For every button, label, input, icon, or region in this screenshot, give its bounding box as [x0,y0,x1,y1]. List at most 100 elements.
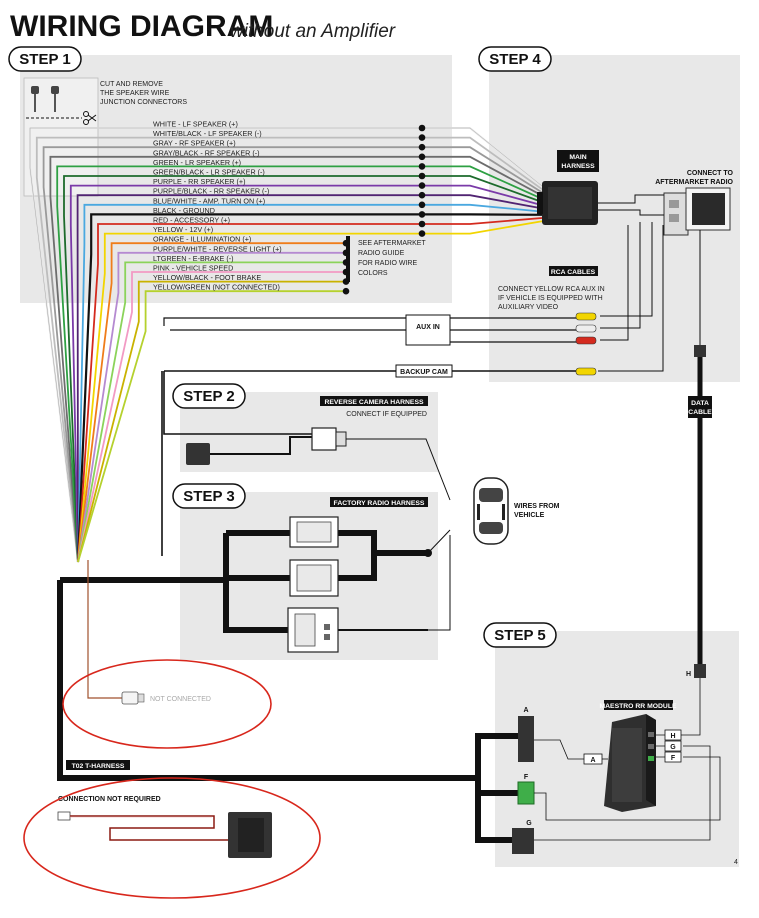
step3-label: STEP 3 [183,488,234,505]
reverse-camera-connector [186,427,451,501]
aux-in-box [405,314,451,346]
wire-terminal-dot [418,191,426,199]
wire-label: YELLOW/BLACK - FOOT BRAKE [153,273,261,282]
step3-header-bg [330,497,428,507]
maestro-module-label-bg [604,700,673,710]
wire-terminal-dot [418,182,426,189]
red-annotation-circle-bottom [23,777,321,899]
not-connected-plug [87,560,145,705]
backup-cam-box [395,364,453,378]
unused-connector [57,811,272,858]
harness-wire [56,165,543,563]
harness-wire [76,213,543,563]
vehicle-label-2: VEHICLE [514,512,545,519]
step3-badge: STEP 3 [172,483,246,509]
factory-radio-harness [223,516,432,653]
port-g-letter: G [526,820,532,827]
harness-to-radio-wire-2 [598,209,664,216]
rca-wires [598,222,664,372]
main-harness-label-bg [557,150,599,172]
harness-wire [77,261,346,563]
harness-wire [49,155,543,563]
page-number: 4 [734,859,738,866]
rca-note-line-1: CONNECT YELLOW RCA AUX IN [498,286,605,293]
see-aftermarket-note: SEE AFTERMARKET RADIO GUIDE FOR RADIO WI… [358,240,426,277]
red-annotation-circle-top [62,659,272,749]
speaker-junction-connectors [31,86,59,112]
wire-terminal-dot [418,211,426,218]
wire-terminal-dot [418,134,426,141]
harness-wire [77,242,346,563]
wire-label: GRAY - RF SPEAKER (+) [153,139,236,148]
t-harness-label-bg [66,760,130,770]
step3-header: FACTORY RADIO HARNESS [334,500,425,507]
wire-label: WHITE/BLACK - LF SPEAKER (-) [153,129,262,138]
main-harness-connector [537,181,598,225]
harness-wire [69,184,543,563]
wire-label: PURPLE - RR SPEAKER (+) [153,177,245,186]
wire-label: BLACK - GROUND [153,206,215,215]
vehicle-label-1: WIRES FROM [514,503,560,510]
wire-terminal-dot [342,287,350,295]
see-note-line-3: FOR RADIO WIRE [358,260,417,267]
wire-terminal-dot [418,124,426,132]
step1-wire-labels: WHITE - LF SPEAKER (+)WHITE/BLACK - LF S… [153,120,282,292]
harness-wire [77,220,543,563]
diagram-title: WIRING DIAGRAM [10,10,273,43]
backup-cam-wire-down [163,371,312,435]
main-harness-label-2: HARNESS [561,163,595,170]
step2-header: REVERSE CAMERA HARNESS [324,399,424,406]
port-a-connector: A A [475,707,608,778]
car-icon [473,477,509,545]
wire-terminal-dot [418,220,426,228]
rca-plugs [575,312,597,376]
wire-label: PURPLE/WHITE - REVERSE LIGHT (+) [153,244,282,253]
step1-wire-group [29,124,543,563]
port-a-tag: A [590,757,595,764]
wire-label: GRAY/BLACK - RF SPEAKER (-) [153,148,260,157]
wire-label: RED - ACCESSORY (+) [153,216,230,225]
wire-terminal-dot [418,230,426,237]
step2-header-bg [320,396,428,406]
wire-terminal-dot [418,153,426,161]
port-g-connector: G [475,745,711,854]
wire-label: WHITE - LF SPEAKER (+) [153,120,238,129]
wire-label: GREEN - LR SPEAKER (+) [153,158,241,167]
aux-in-wires [450,317,576,343]
harness-wire [77,280,346,563]
data-cable-plug-top [694,345,706,357]
connect-radio-line-1: CONNECT TO [687,170,734,177]
harness-to-radio-wire [598,194,664,204]
harness-wire [63,175,543,563]
port-f-letter: F [524,774,529,781]
harness-wire [77,271,346,563]
harness-wire [77,251,346,563]
aux-in-label: AUX IN [416,324,440,331]
harness-wire [76,194,543,563]
module-tag-f: F [671,755,676,762]
t-harness-label: T02 T-HARNESS [72,763,125,770]
data-cable-plug-h [694,664,706,678]
module-port-tags: H G F [656,678,701,763]
maestro-module-label: MAESTRO RR MODULE [599,703,676,710]
cut-note-line-2: THE SPEAKER WIRE [100,90,170,97]
data-cable-label-1: DATA [691,400,709,407]
wire-terminal-dot [418,143,426,151]
cut-note-line-3: JUNCTION CONNECTORS [100,99,187,106]
harness-wire-outline [29,127,543,563]
step4-label: STEP 4 [489,51,541,68]
wire-terminal-dot [418,201,426,209]
module-tag-h: H [670,733,675,740]
see-note-bracket [346,236,350,282]
step1-badge: STEP 1 [8,46,82,72]
rca-cables-label: RCA CABLES [551,269,596,276]
backup-cam-label: BACKUP CAM [400,369,448,376]
see-note-line-1: SEE AFTERMARKET [358,240,426,247]
step5-badge: STEP 5 [483,622,557,648]
cut-note-line-1: CUT AND REMOVE [100,81,163,88]
wire-label: GREEN/BLACK - LR SPEAKER (-) [153,168,265,177]
connect-radio-line-2: AFTERMARKET RADIO [655,179,733,186]
rca-note-line-3: AUXILIARY VIDEO [498,304,559,311]
